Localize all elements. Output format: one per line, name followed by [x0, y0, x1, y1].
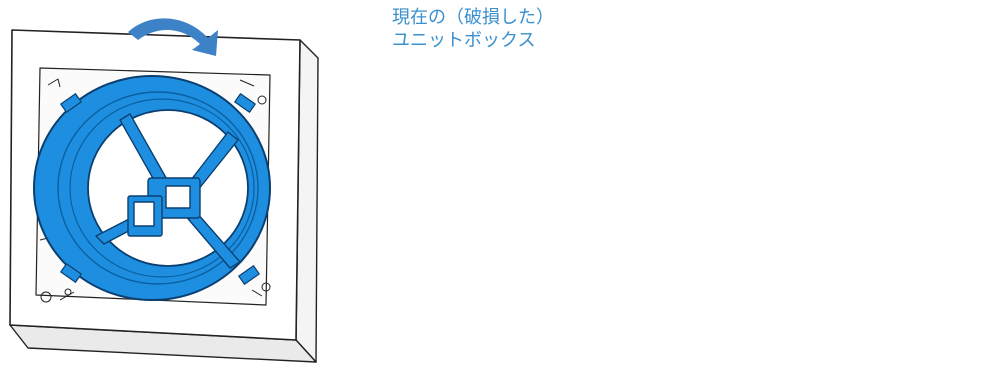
unit-ring-band [57, 91, 259, 285]
unit-hub [127, 177, 201, 237]
unit-ring-band-2 [69, 98, 255, 278]
curved-arrow-icon [128, 18, 218, 56]
installed-unit-illustration [9, 29, 319, 363]
callout-label: 現在の（破損した） ユニットボックス [392, 6, 554, 52]
callout-line-1: 現在の（破損した） [392, 7, 554, 28]
unit-clips [60, 93, 260, 285]
callout-line-2: ユニットボックス [392, 30, 536, 51]
frame-details [39, 78, 271, 303]
